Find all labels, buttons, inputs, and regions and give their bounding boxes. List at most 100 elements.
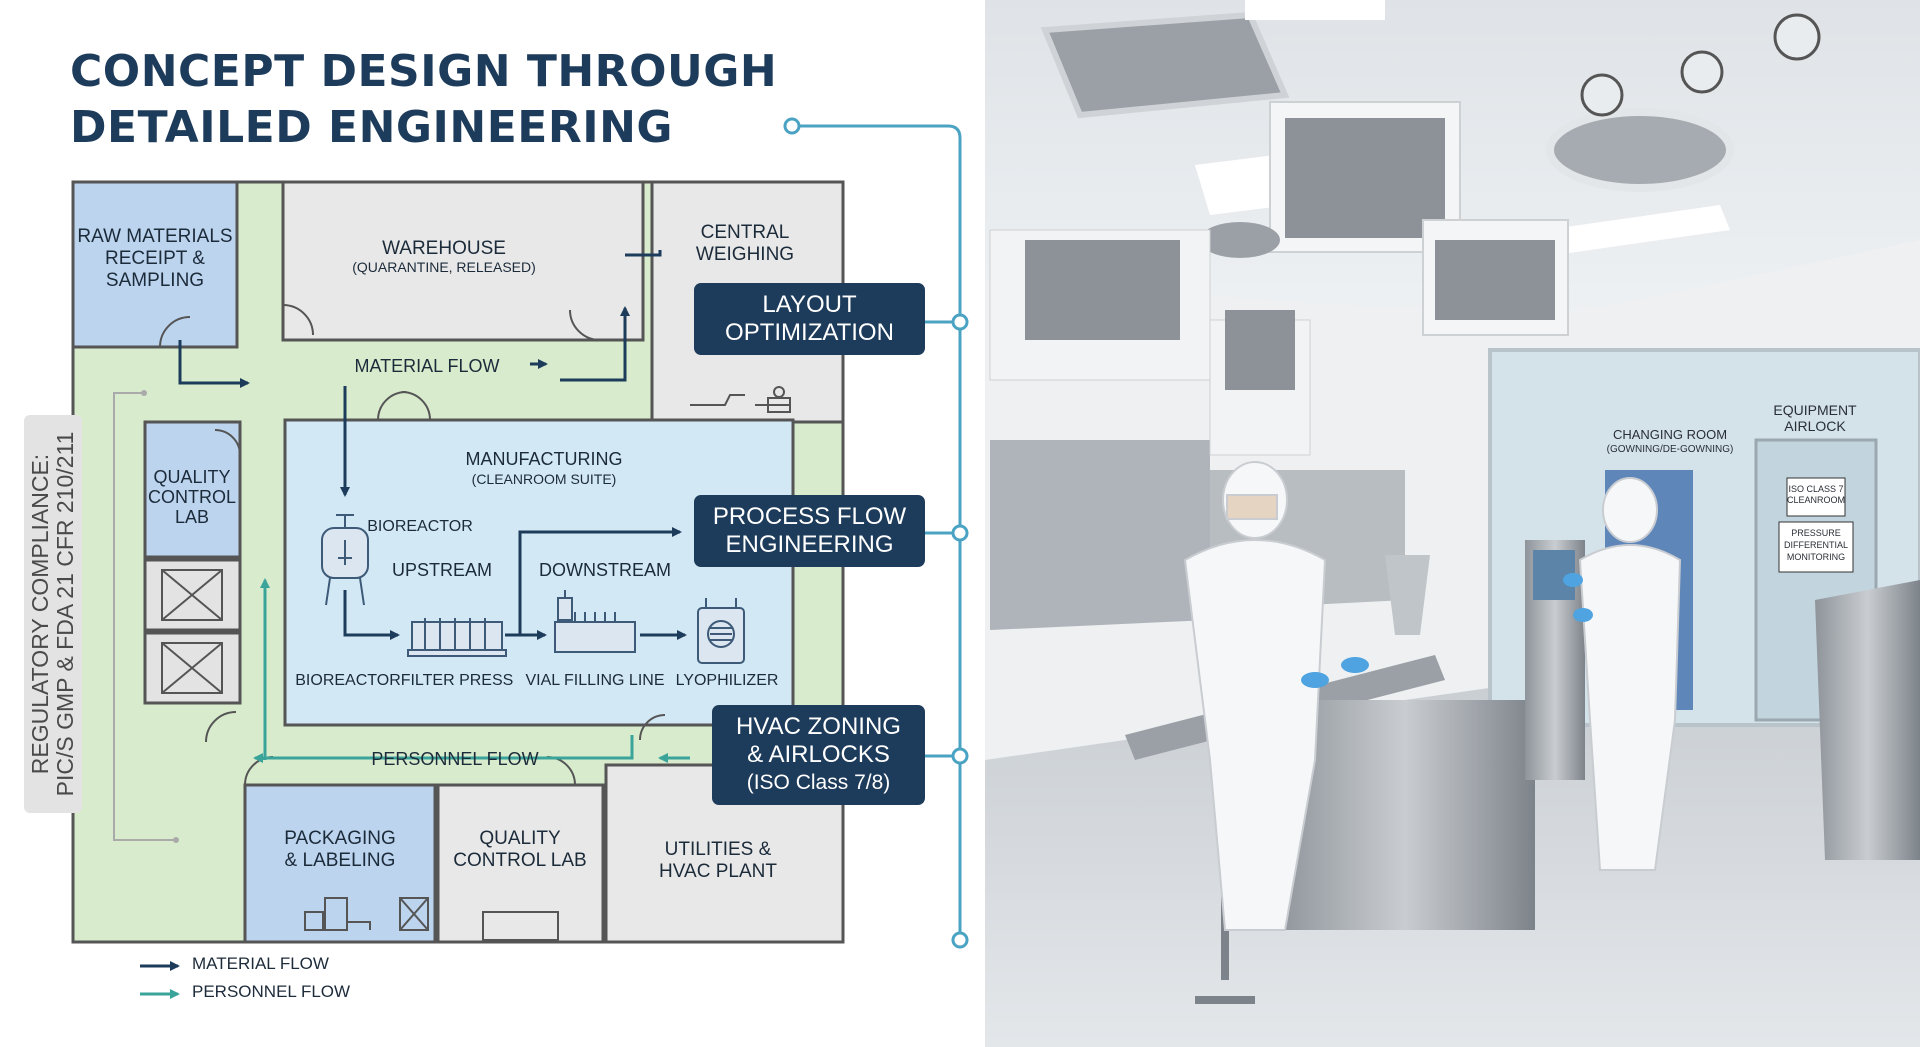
vial-filling-icon (554, 590, 636, 653)
process-arrow-bioreactor-filter (343, 590, 400, 640)
label-raw-materials-3: SAMPLING (106, 270, 204, 291)
label-qc-lab-2: CONTROL LAB (453, 850, 586, 871)
callout-hvac-line-1: HVAC ZONING (736, 713, 901, 740)
material-flow-arrow-2 (560, 306, 630, 382)
hvac-grille (1285, 118, 1445, 238)
sign-airlock-line-2: AIRLOCK (1784, 418, 1846, 434)
storage-crosses (161, 569, 223, 694)
technician-left (1183, 461, 1327, 931)
sign-airlock-line-1: EQUIPMENT (1773, 402, 1857, 418)
sign-pressure-line-2: DIFFERENTIAL (1783, 540, 1848, 550)
diffuser-2 (1546, 108, 1734, 192)
sign-iso-line-1: ISO CLASS 7 (1788, 484, 1844, 494)
connector-dot-top (783, 117, 801, 135)
callout-layout-line-2: OPTIMIZATION (725, 319, 894, 346)
label-qc-lab-1: QUALITY (479, 828, 561, 849)
filling-hopper (1385, 555, 1430, 635)
regulatory-compliance-panel: REGULATORY COMPLIANCE: PIC/S GMP & FDA 2… (24, 415, 82, 813)
pressure-sign-board (1778, 521, 1854, 573)
legend-material-label: MATERIAL FLOW (192, 954, 329, 973)
steel-table (1815, 580, 1920, 860)
iso-sign-board (1786, 477, 1846, 517)
callout-process-line-1: PROCESS FLOW (712, 503, 907, 530)
ceiling-light-3 (1545, 205, 1730, 255)
callout-hvac-zoning: HVAC ZONING & AIRLOCKS (ISO Class 7/8) (712, 705, 925, 805)
sign-changing-room: CHANGING ROOM (GOWNING/DE-GOWNING) (1600, 427, 1740, 457)
sign-pressure-line-3: MONITORING (1786, 552, 1846, 562)
label-packaging-1: PACKAGING (284, 828, 396, 849)
regulatory-bracket (113, 392, 176, 841)
label-upstream: UPSTREAM (392, 560, 492, 580)
technician-right (1578, 477, 1682, 871)
room-qc-lab (436, 783, 605, 944)
sign-pressure-line-1: PRESSURE (1791, 528, 1841, 538)
hvac-grille-2 (1435, 240, 1555, 320)
lyophilizer-icon (697, 598, 745, 664)
label-raw-materials-1: RAW MATERIALS (77, 226, 232, 247)
sign-iso-line-2: CLEANROOM (1787, 495, 1846, 505)
label-packaging-2: & LABELING (285, 850, 396, 871)
room-raw-materials (71, 180, 239, 349)
callout-hvac-line-2: & AIRLOCKS (747, 741, 890, 768)
gloves (1301, 573, 1593, 688)
label-bioreactor: BIOREACTOR (295, 672, 401, 689)
label-qc-small-3: LAB (175, 507, 209, 527)
connector-dot-process (951, 524, 969, 542)
connector-dot-hvac (951, 747, 969, 765)
label-lyophilizer: LYOPHILIZER (676, 672, 779, 689)
sign-equipment-airlock: EQUIPMENT AIRLOCK (1765, 402, 1865, 434)
sign-pressure-monitoring: PRESSURE DIFFERENTIAL MONITORING (1779, 527, 1853, 563)
callout-layout-optimization: LAYOUT OPTIMIZATION (694, 283, 925, 355)
packaging-boxes-icon (304, 897, 429, 931)
process-arrow-to-downstream (505, 527, 682, 637)
label-qc-small-1: QUALITY (153, 467, 230, 487)
label-raw-materials-2: RECEIPT & (105, 248, 205, 269)
regulatory-line-1: REGULATORY COMPLIANCE: (27, 453, 53, 775)
label-utilities-2: HVAC PLANT (659, 861, 777, 882)
material-flow-to-weighing (625, 250, 662, 257)
pressure-gauges (1580, 13, 1821, 117)
hood-grille-1 (1025, 240, 1180, 340)
title-line-2: DETAILED ENGINEERING (70, 102, 674, 153)
bracket-dot-bottom (173, 837, 179, 843)
personnel-flow-corridor (253, 735, 634, 763)
title-line-1: CONCEPT DESIGN THROUGH (70, 46, 778, 97)
hood-grille-2 (1225, 310, 1295, 390)
label-warehouse-sub: (QUARANTINE, RELEASED) (352, 259, 536, 275)
sign-iso-class: ISO CLASS 7 CLEANROOM (1787, 484, 1845, 506)
callout-process-line-2: ENGINEERING (725, 531, 894, 558)
regulatory-line-2: PIC/S GMP & FDA 21 CFR 210/211 (52, 431, 78, 797)
room-qc-lab-small (143, 420, 242, 559)
label-warehouse: WAREHOUSE (382, 238, 506, 259)
room-packaging (243, 783, 437, 944)
callout-process-flow: PROCESS FLOW ENGINEERING (694, 495, 925, 567)
ceiling-hepa-filter-1 (1040, 11, 1290, 119)
ceiling-light-1 (1245, 0, 1385, 20)
label-manufacturing-sub: (CLEANROOM SUITE) (472, 471, 617, 487)
label-vial-filling: VIAL FILLING LINE (525, 672, 664, 689)
personnel-flow-label: PERSONNEL FLOW (371, 749, 538, 769)
material-flow-arrow-1 (178, 340, 250, 388)
weighing-equipment-icon (690, 386, 791, 413)
sign-changing-room-title: CHANGING ROOM (1612, 427, 1728, 442)
facility-infographic: CONCEPT DESIGN THROUGH DETAILED ENGINEER… (24, 44, 969, 1001)
label-bioreactor-top: BIOREACTOR (367, 518, 473, 535)
legend-personnel-label: PERSONNEL FLOW (192, 982, 351, 1001)
room-manufacturing (283, 418, 795, 727)
regulatory-text: REGULATORY COMPLIANCE: PIC/S GMP & FDA 2… (27, 431, 78, 797)
sign-changing-room-sub: (GOWNING/DE-GOWNING) (1606, 444, 1734, 455)
label-utilities-1: UTILITIES & (665, 839, 772, 860)
qc-bench-icon (482, 911, 559, 941)
cleanroom-illustration (985, 0, 1920, 1047)
connector-dot-bottom (951, 931, 969, 949)
filter-press-icon (407, 618, 507, 657)
material-flow-label: MATERIAL FLOW (354, 356, 499, 376)
room-warehouse (281, 180, 645, 342)
bioreactor-icon (321, 514, 369, 606)
connector-dot-layout (951, 313, 969, 331)
filling-machine-base (1275, 700, 1535, 930)
callout-hvac-line-3: (ISO Class 7/8) (746, 771, 891, 794)
label-qc-small-2: CONTROL (148, 487, 236, 507)
page-title: CONCEPT DESIGN THROUGH DETAILED ENGINEER… (70, 44, 777, 156)
biosafety-cabinet-1 (990, 440, 1210, 630)
